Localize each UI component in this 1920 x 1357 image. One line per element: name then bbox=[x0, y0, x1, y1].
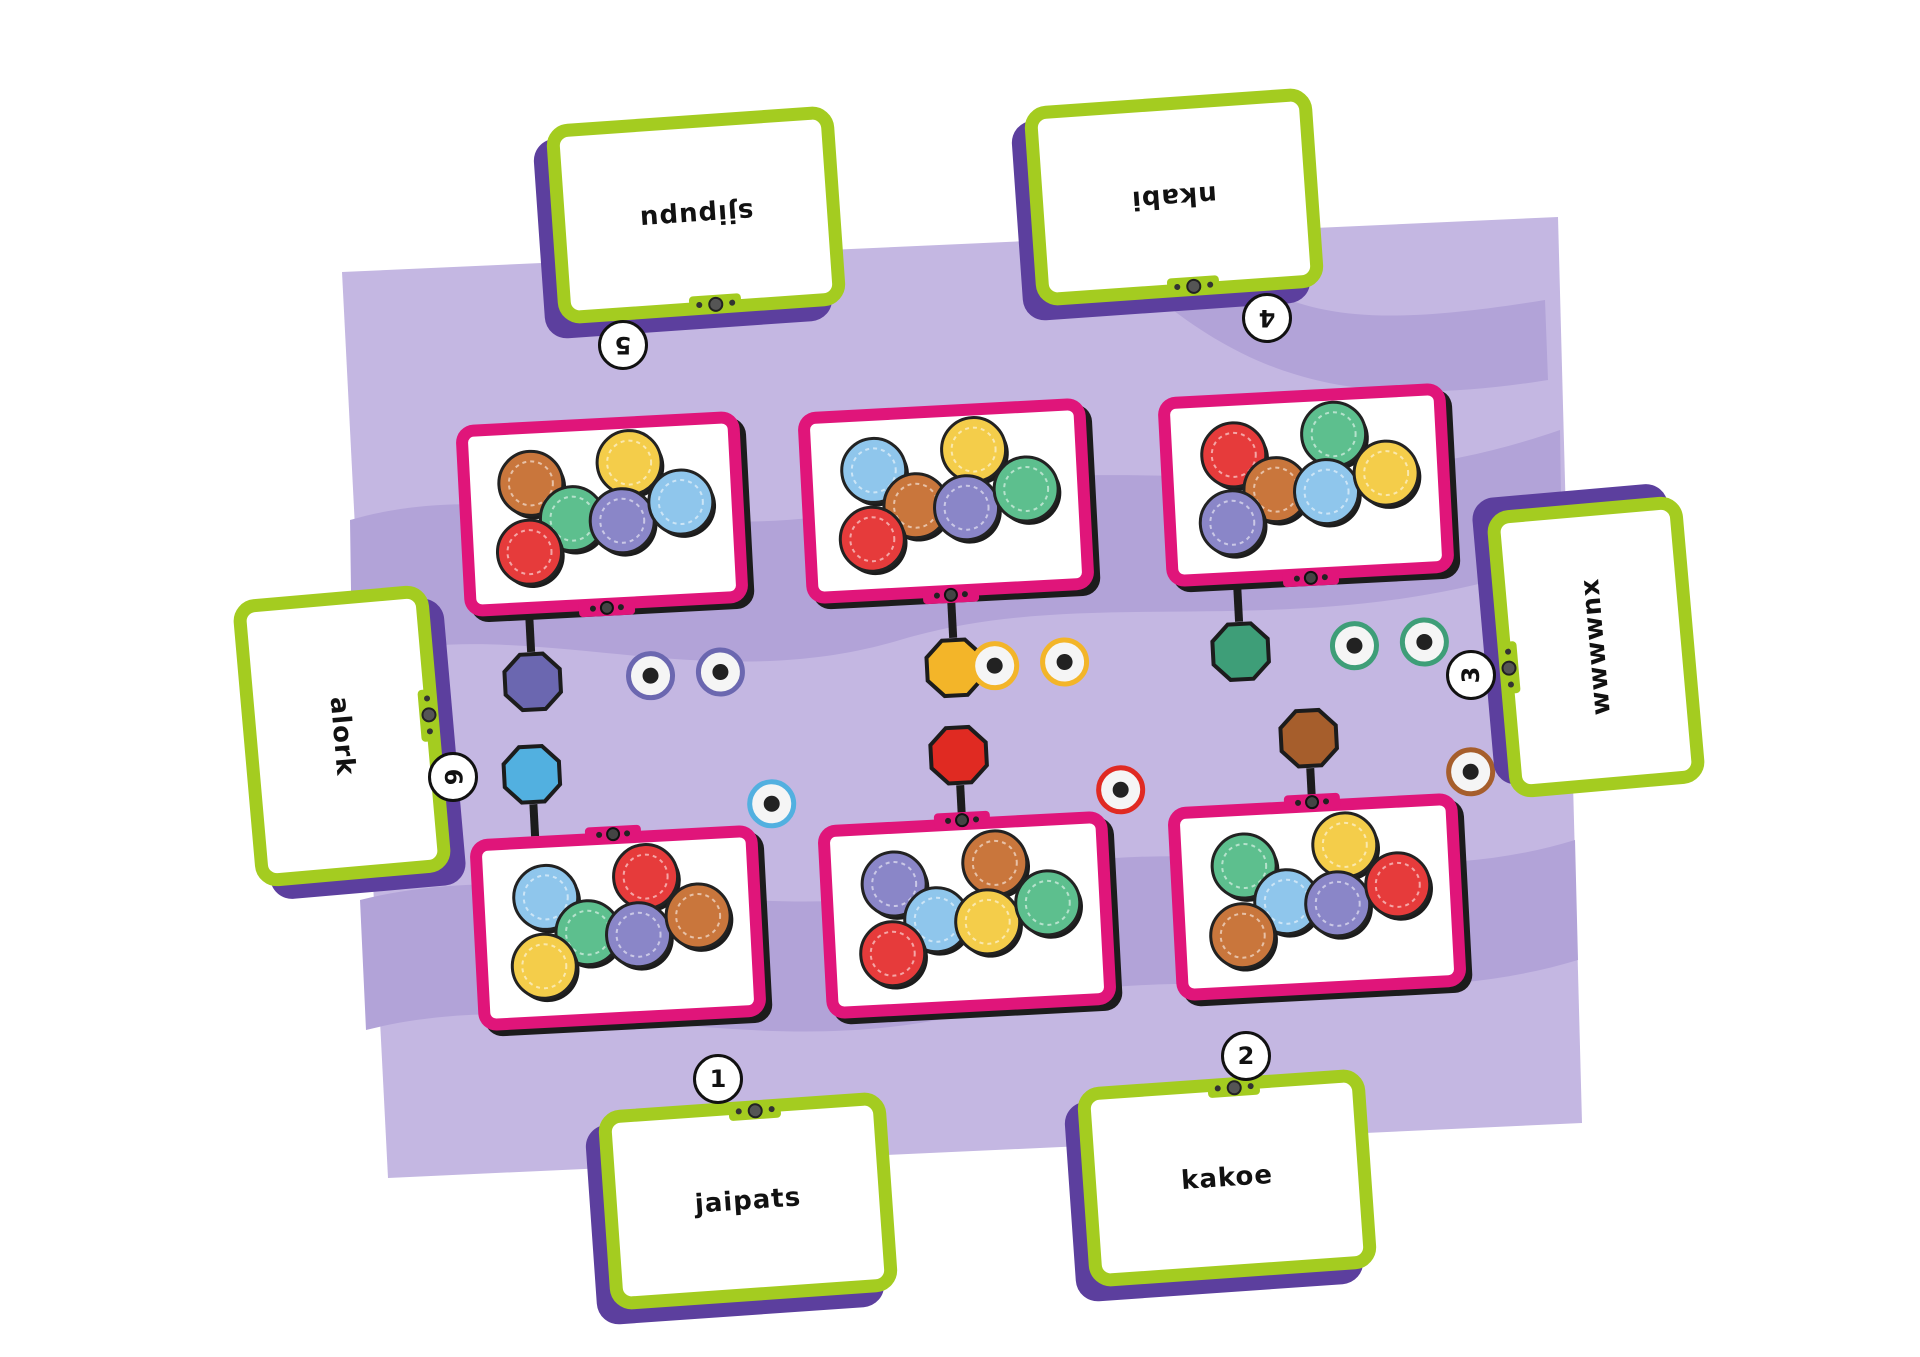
word-card-player-1[interactable]: jaipats bbox=[597, 1091, 899, 1311]
chip-green[interactable] bbox=[1014, 869, 1084, 940]
chip-purple[interactable] bbox=[933, 474, 1003, 545]
color-token-octagon[interactable] bbox=[502, 651, 563, 713]
chip-purple[interactable] bbox=[1304, 870, 1374, 941]
token-stem bbox=[947, 596, 958, 639]
chip-yellow[interactable] bbox=[1352, 439, 1422, 510]
chip-purple[interactable] bbox=[588, 487, 659, 558]
monster-pupil bbox=[986, 657, 1003, 674]
word-card-player-6[interactable]: alork bbox=[231, 584, 453, 888]
color-token-octagon[interactable] bbox=[1210, 621, 1271, 682]
monster-pupil bbox=[1346, 637, 1363, 654]
monster-pupil bbox=[763, 795, 780, 812]
chip-brown[interactable] bbox=[1209, 902, 1279, 973]
chip-yellow[interactable] bbox=[510, 932, 581, 1003]
chip-yellow[interactable] bbox=[1311, 811, 1381, 882]
monster-pupil bbox=[1462, 763, 1479, 780]
monster-screens bbox=[455, 382, 1504, 1037]
chip-red[interactable] bbox=[1364, 851, 1434, 922]
word-card-text: wwwwnx bbox=[1575, 577, 1617, 717]
camera-icon bbox=[1166, 275, 1220, 297]
chip-green[interactable] bbox=[1300, 400, 1370, 471]
monster-screen-bottom-left[interactable] bbox=[464, 733, 805, 1037]
monster-screen-top-left[interactable] bbox=[455, 410, 760, 713]
player-number-badge: 3 bbox=[1446, 650, 1496, 700]
chip-brown[interactable] bbox=[664, 882, 734, 953]
chip-blue[interactable] bbox=[1293, 458, 1363, 529]
camera-icon bbox=[417, 688, 440, 743]
word-card-text: alork bbox=[323, 695, 361, 777]
camera-icon bbox=[728, 1099, 782, 1122]
word-card-text: nkabi bbox=[1130, 179, 1218, 215]
chip-yellow[interactable] bbox=[940, 416, 1010, 487]
camera-icon bbox=[1283, 792, 1341, 812]
token-stem bbox=[1233, 583, 1244, 622]
chip-red[interactable] bbox=[859, 920, 929, 991]
player-number-badge: 6 bbox=[428, 752, 478, 802]
word-card-text: jaipats bbox=[693, 1182, 803, 1220]
player-number-badge: 1 bbox=[693, 1054, 743, 1104]
monster-pupil bbox=[712, 664, 729, 681]
camera-icon bbox=[1282, 568, 1340, 588]
color-token-octagon[interactable] bbox=[501, 743, 563, 805]
word-card-player-5[interactable]: sjipupu bbox=[545, 105, 847, 325]
monster-screen-top-right[interactable] bbox=[1157, 382, 1466, 683]
monster-pupil bbox=[1416, 634, 1433, 651]
chip-purple[interactable] bbox=[1198, 489, 1269, 560]
player-number-badge: 4 bbox=[1242, 293, 1292, 343]
monster-screen-bottom-middle[interactable] bbox=[812, 718, 1154, 1025]
word-card-text: sjipupu bbox=[637, 196, 755, 234]
token-stem bbox=[529, 804, 540, 837]
chip-red[interactable] bbox=[495, 518, 566, 589]
word-card-player-3[interactable]: wwwwnx bbox=[1485, 495, 1707, 799]
chip-red[interactable] bbox=[612, 843, 682, 914]
camera-icon bbox=[578, 598, 636, 618]
player-number-badge: 5 bbox=[598, 320, 648, 370]
monster-pupil bbox=[1056, 654, 1073, 671]
chip-yellow[interactable] bbox=[954, 888, 1024, 959]
token-stem bbox=[525, 613, 536, 653]
chip-blue[interactable] bbox=[647, 468, 717, 539]
camera-icon bbox=[922, 585, 980, 605]
monster-screen-top-middle[interactable] bbox=[797, 397, 1106, 703]
camera-icon bbox=[584, 824, 642, 844]
monster-pupil bbox=[642, 667, 659, 684]
color-token-octagon[interactable] bbox=[928, 724, 989, 786]
word-card-text: kakoe bbox=[1180, 1159, 1274, 1197]
chip-brown[interactable] bbox=[961, 829, 1031, 900]
word-card-player-2[interactable]: kakoe bbox=[1076, 1068, 1378, 1288]
camera-icon bbox=[688, 293, 742, 315]
monster-pupil bbox=[1112, 781, 1129, 798]
camera-icon bbox=[933, 810, 991, 830]
board-wave bbox=[1160, 240, 1548, 392]
chip-green[interactable] bbox=[992, 455, 1062, 526]
chip-red[interactable] bbox=[838, 505, 909, 576]
color-token-octagon[interactable] bbox=[1278, 707, 1339, 769]
chip-yellow[interactable] bbox=[595, 429, 665, 500]
monster-screen-bottom-right[interactable] bbox=[1162, 701, 1504, 1007]
camera-icon bbox=[1498, 640, 1521, 695]
player-number-badge: 2 bbox=[1221, 1031, 1271, 1081]
word-card-player-4[interactable]: nkabi bbox=[1023, 87, 1325, 307]
